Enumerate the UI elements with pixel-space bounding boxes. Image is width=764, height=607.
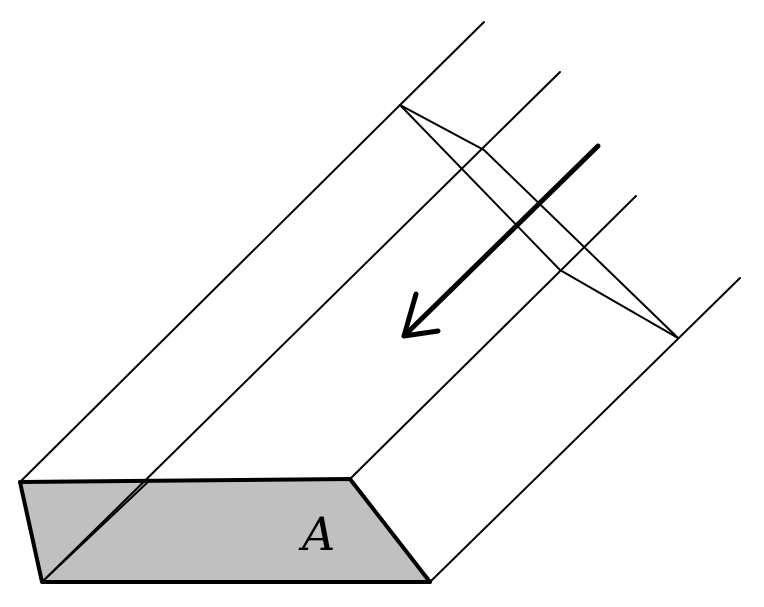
area-label-a: A xyxy=(298,507,335,561)
flow-direction-arrow xyxy=(401,143,601,339)
arrow-head xyxy=(401,291,441,339)
prism-edge-left xyxy=(19,104,401,483)
base-area-face xyxy=(20,479,430,582)
prism-edge-inner-1 xyxy=(41,71,561,583)
prism-edge-inner-2 xyxy=(349,195,637,480)
cross-section-outline xyxy=(399,104,679,339)
prism-edge-right xyxy=(429,277,741,583)
base-area-outline xyxy=(18,477,432,584)
arrow-shaft xyxy=(401,143,601,339)
prism-edge-back-left xyxy=(399,21,485,106)
